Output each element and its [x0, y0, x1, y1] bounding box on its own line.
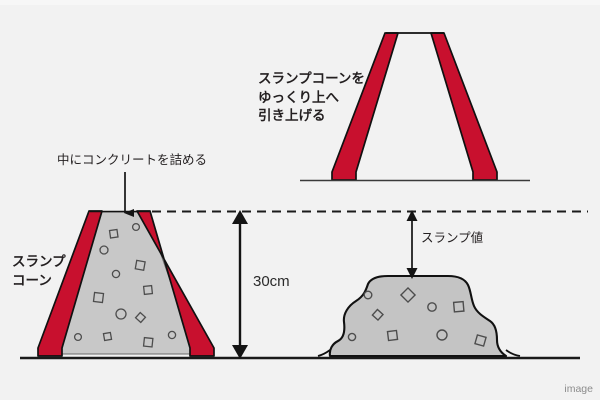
image-watermark: image	[564, 383, 593, 395]
dimension-slump-value	[406, 210, 418, 279]
slumped-concrete-pile	[317, 274, 521, 358]
dimension-slump-arrow-down	[406, 268, 418, 279]
cone-aggregate-group	[73, 222, 177, 348]
annotation-dimension-30cm: 30cm	[253, 273, 290, 290]
raised-cone-right-wall-shape	[430, 32, 498, 181]
filled-cone-right-wall	[136, 210, 215, 357]
top-highlight-band	[0, 0, 600, 5]
dimension-30cm-arrow-down	[232, 345, 248, 359]
dimension-30cm	[232, 210, 248, 359]
annotation-fill-concrete: 中にコンクリートを詰める	[57, 153, 208, 167]
raised-slump-cone	[300, 32, 530, 182]
annotation-raise-cone: スランプコーンを ゆっくり上へ 引き上げる	[258, 71, 365, 124]
slump-pile-right-foot	[505, 349, 521, 357]
slump-pile-left-foot	[317, 349, 331, 357]
slump-aggregate-group	[347, 286, 487, 347]
dimension-slump-arrow-up	[406, 210, 418, 221]
filled-slump-cone	[37, 210, 215, 357]
slump-pile-outline	[328, 274, 508, 358]
annotation-slump-cone: スランプ コーン	[12, 254, 66, 288]
annotation-slump-value: スランプ値	[421, 231, 484, 245]
dimension-30cm-arrow-up	[232, 210, 248, 224]
